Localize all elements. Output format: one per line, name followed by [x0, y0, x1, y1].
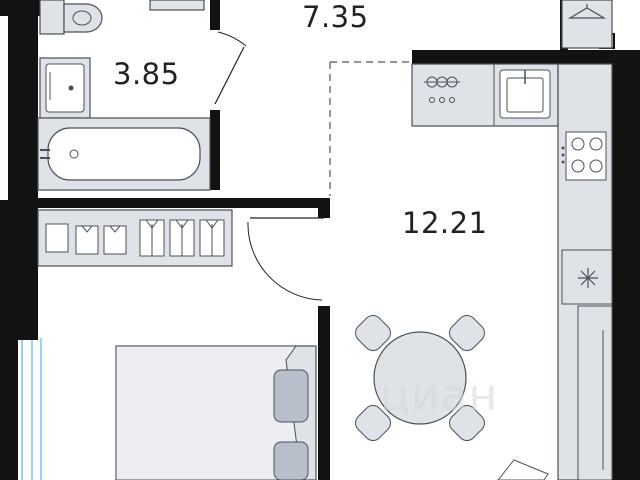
bathroom-area-label: 3.85	[113, 57, 180, 91]
shirt-icon	[103, 225, 127, 255]
wall-shelf	[149, 0, 205, 11]
sink-icon	[39, 57, 91, 119]
zone-boundary	[329, 61, 412, 196]
corridor-area-label: 7.35	[302, 0, 369, 34]
window	[18, 338, 44, 480]
shirt-icon	[139, 219, 165, 257]
watermark: циан	[380, 370, 499, 421]
tall-cabinet	[577, 305, 613, 480]
bed	[115, 345, 317, 480]
bedroom-door	[247, 217, 324, 301]
shirt-icon	[199, 219, 225, 257]
dining-table	[355, 315, 485, 441]
kitchen-area-label: 12.21	[402, 206, 488, 240]
sink-icon	[499, 69, 551, 119]
toilet-icon	[39, 0, 103, 35]
stove-icon	[561, 131, 607, 181]
hanger-icon	[561, 0, 613, 49]
armchair	[497, 459, 549, 480]
shirt-icon	[75, 225, 99, 255]
shirt-icon	[169, 219, 195, 257]
wardrobe	[37, 209, 233, 267]
bathtub-icon	[37, 117, 211, 191]
bathroom-door	[214, 31, 247, 105]
washing-machine	[424, 76, 460, 103]
snowflake-icon	[561, 249, 613, 305]
